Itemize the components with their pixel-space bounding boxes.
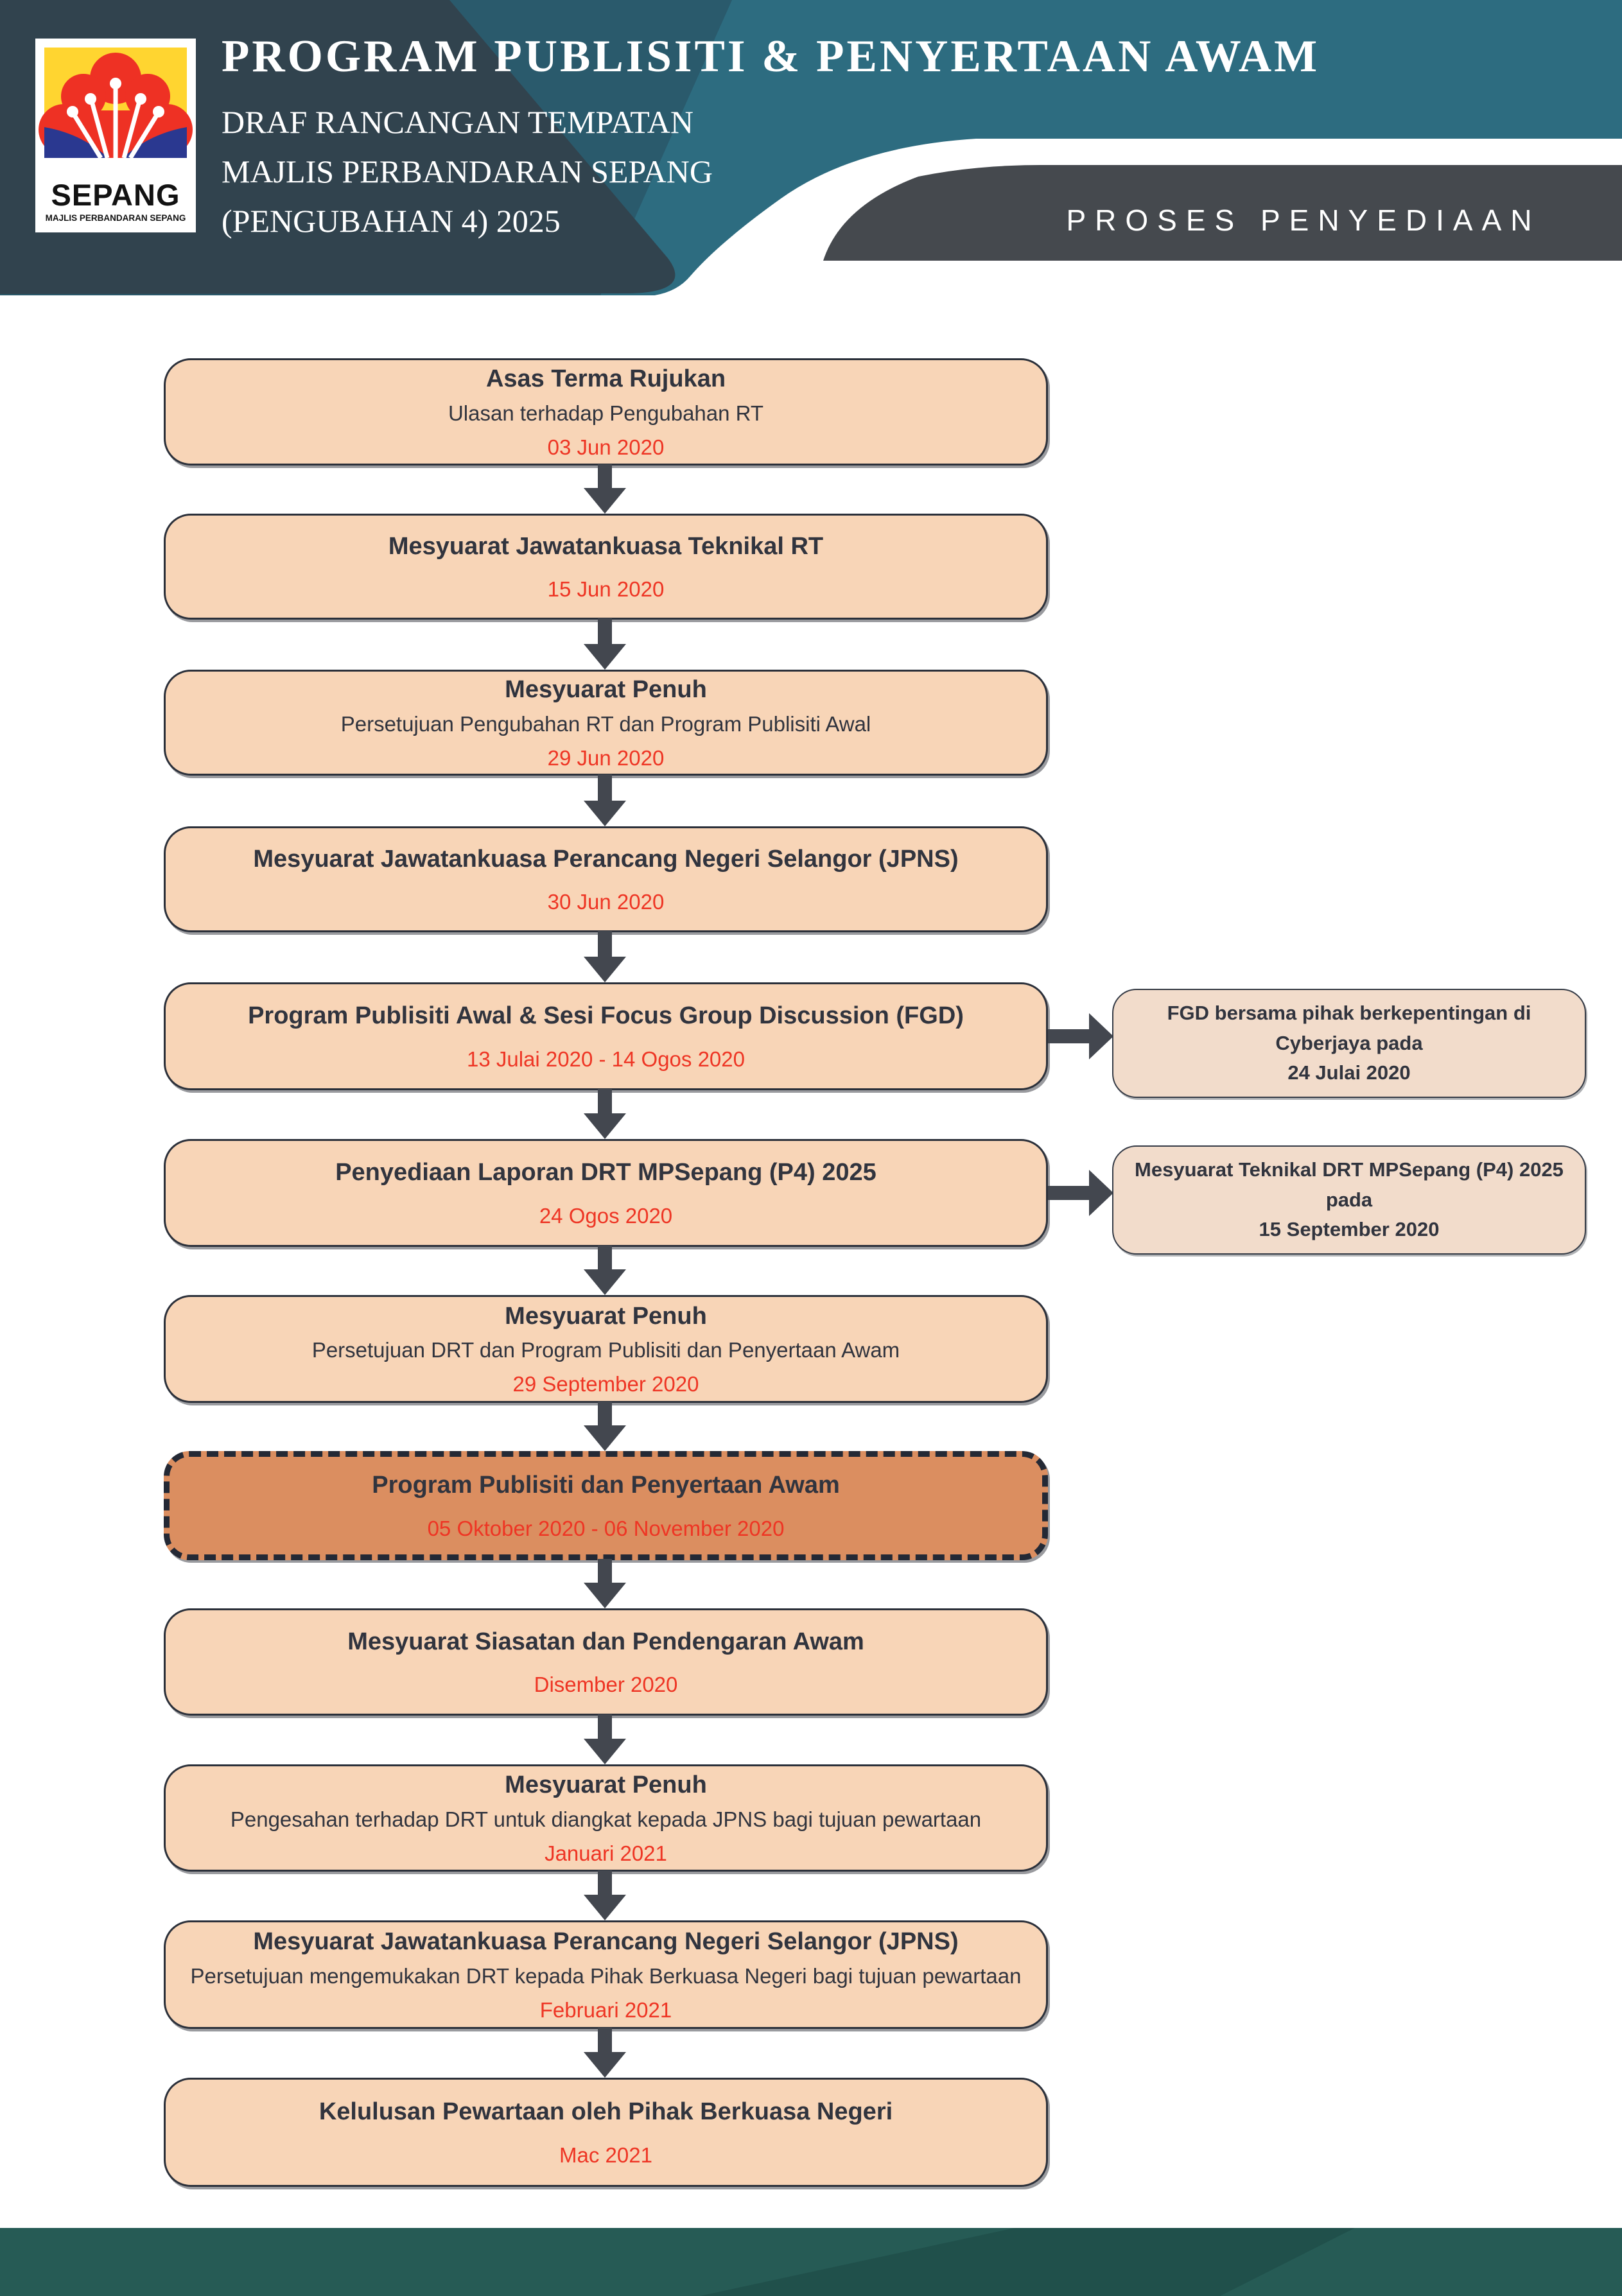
step-detail: Ulasan terhadap Pengubahan RT <box>448 401 764 425</box>
flow-step-3: Mesyuarat Penuh Persetujuan Pengubahan R… <box>164 670 1048 776</box>
arrow-down-icon <box>584 1714 626 1764</box>
arrow-down-icon <box>584 931 626 982</box>
logo-name: SEPANG <box>51 178 180 212</box>
arrow-down-icon <box>584 1870 626 1920</box>
arrow-right-icon <box>1048 1013 1113 1059</box>
page-title: PROGRAM PUBLISITI & PENYERTAAN AWAM <box>222 31 1320 82</box>
subtitle-line-2: MAJLIS PERBANDARAN SEPANG <box>222 153 713 189</box>
step-title: Mesyuarat Jawatankuasa Perancang Negeri … <box>253 845 959 873</box>
arrow-down-icon <box>584 1089 626 1139</box>
step-date: Disember 2020 <box>534 1673 678 1697</box>
side-note-text: Mesyuarat Teknikal DRT MPSepang (P4) 202… <box>1135 1158 1564 1211</box>
arrow-down-icon <box>584 774 626 826</box>
flow-step-6: Penyediaan Laporan DRT MPSepang (P4) 202… <box>164 1139 1048 1247</box>
step-detail: Persetujuan mengemukakan DRT kepada Piha… <box>190 1963 1022 1988</box>
step-date: 13 Julai 2020 - 14 Ogos 2020 <box>467 1047 745 1071</box>
arrow-down-icon <box>584 2028 626 2078</box>
step-title: Mesyuarat Siasatan dan Pendengaran Awam <box>347 1628 864 1655</box>
flow-step-11: Mesyuarat Jawatankuasa Perancang Negeri … <box>164 1920 1048 2029</box>
flow-step-5: Program Publisiti Awal & Sesi Focus Grou… <box>164 982 1048 1090</box>
step-detail: Persetujuan DRT dan Program Publisiti da… <box>311 1338 900 1362</box>
header: SEPANG MAJLIS PERBANDARAN SEPANG PROGRAM… <box>0 0 1622 295</box>
step-date: Januari 2021 <box>545 1841 667 1865</box>
step-title: Kelulusan Pewartaan oleh Pihak Berkuasa … <box>318 2098 893 2126</box>
flow-step-7: Mesyuarat Penuh Persetujuan DRT dan Prog… <box>164 1295 1048 1403</box>
step-date: Mac 2021 <box>559 2143 652 2167</box>
flow-step-9: Mesyuarat Siasatan dan Pendengaran Awam … <box>164 1608 1048 1716</box>
sepang-municipal-logo: SEPANG MAJLIS PERBANDARAN SEPANG <box>35 39 196 232</box>
logo-caption: MAJLIS PERBANDARAN SEPANG <box>45 213 186 223</box>
subtitle-line-1: DRAF RANCANGAN TEMPATAN <box>222 104 694 140</box>
step-title: Mesyuarat Jawatankuasa Teknikal RT <box>388 532 824 560</box>
step-date: 29 Jun 2020 <box>547 745 665 770</box>
step-date: 30 Jun 2020 <box>547 890 665 914</box>
side-note-2: Mesyuarat Teknikal DRT MPSepang (P4) 202… <box>1112 1145 1586 1255</box>
step-title: Penyediaan Laporan DRT MPSepang (P4) 202… <box>335 1159 876 1187</box>
step-title: Mesyuarat Penuh <box>505 676 707 704</box>
arrow-down-icon <box>584 464 626 514</box>
footer-band <box>0 2228 1622 2296</box>
step-title: Program Publisiti Awal & Sesi Focus Grou… <box>248 1002 964 1030</box>
step-date: 03 Jun 2020 <box>547 435 665 459</box>
side-note-text: FGD bersama pihak berkepentingan di Cybe… <box>1167 1002 1531 1054</box>
flow-step-12: Kelulusan Pewartaan oleh Pihak Berkuasa … <box>164 2078 1048 2187</box>
sepang-crest-icon <box>35 39 196 232</box>
step-detail: Persetujuan Pengubahan RT dan Program Pu… <box>340 711 871 736</box>
arrow-right-icon <box>1048 1170 1113 1216</box>
side-note-1: FGD bersama pihak berkepentingan di Cybe… <box>1112 989 1586 1098</box>
step-date: Februari 2021 <box>539 1997 672 2022</box>
arrow-down-icon <box>584 618 626 670</box>
subtitle-line-3: (PENGUBAHAN 4) 2025 <box>222 203 561 239</box>
flow-step-10: Mesyuarat Penuh Pengesahan terhadap DRT … <box>164 1764 1048 1872</box>
step-title: Program Publisiti dan Penyertaan Awam <box>372 1472 840 1499</box>
step-date: 05 Oktober 2020 - 06 November 2020 <box>427 1516 785 1540</box>
flow-step-1: Asas Terma Rujukan Ulasan terhadap Pengu… <box>164 358 1048 465</box>
arrow-down-icon <box>584 1559 626 1608</box>
footer-background-art <box>0 2228 1622 2296</box>
step-title: Mesyuarat Penuh <box>505 1302 707 1330</box>
step-date: 15 Jun 2020 <box>547 577 665 602</box>
step-title: Asas Terma Rujukan <box>485 365 726 393</box>
flow-step-8-highlighted: Program Publisiti dan Penyertaan Awam 05… <box>164 1451 1048 1560</box>
side-note-date: 24 Julai 2020 <box>1287 1061 1411 1084</box>
arrow-down-icon <box>584 1402 626 1451</box>
step-detail: Pengesahan terhadap DRT untuk diangkat k… <box>230 1807 982 1831</box>
step-title: Mesyuarat Jawatankuasa Perancang Negeri … <box>253 1928 959 1956</box>
side-note-date: 15 September 2020 <box>1259 1218 1440 1241</box>
flow-step-2: Mesyuarat Jawatankuasa Teknikal RT 15 Ju… <box>164 514 1048 620</box>
section-label: PROSES PENYEDIAAN <box>1066 204 1541 237</box>
arrow-down-icon <box>584 1246 626 1295</box>
page-subtitle: DRAF RANCANGAN TEMPATAN MAJLIS PERBANDAR… <box>222 98 713 246</box>
step-date: 29 September 2020 <box>512 1372 699 1396</box>
step-date: 24 Ogos 2020 <box>539 1203 673 1228</box>
step-title: Mesyuarat Penuh <box>505 1771 707 1799</box>
flow-step-4: Mesyuarat Jawatankuasa Perancang Negeri … <box>164 826 1048 932</box>
